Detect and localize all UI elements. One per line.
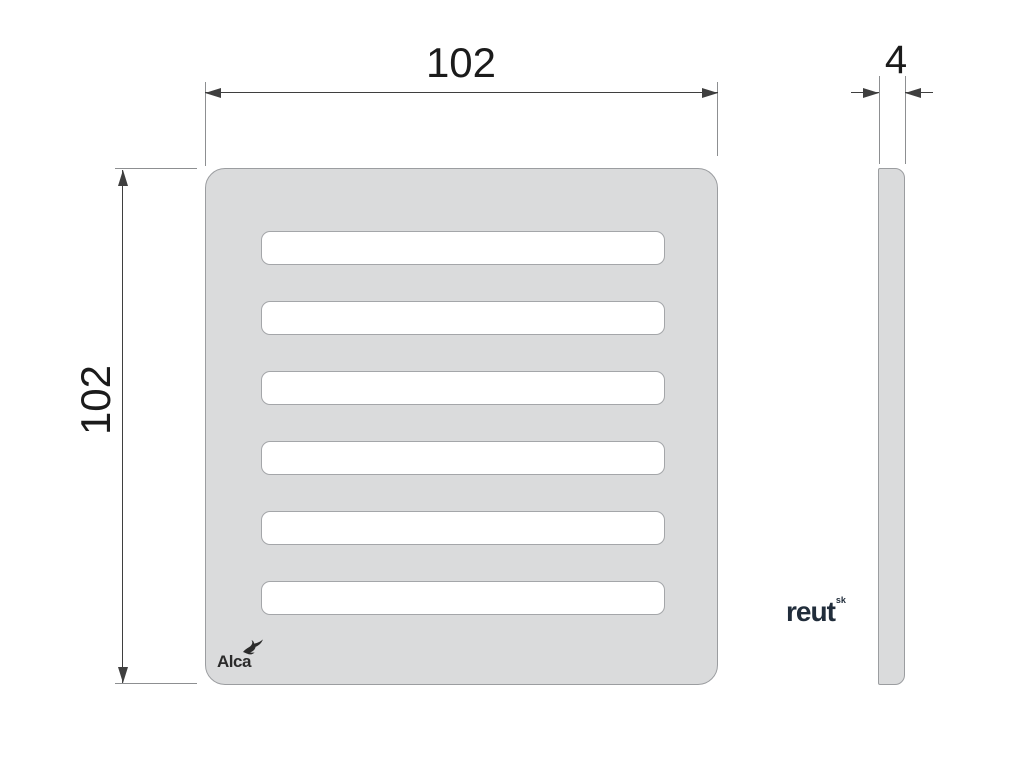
alca-logo-text: Alca bbox=[217, 652, 251, 671]
extension-line bbox=[205, 82, 206, 166]
arrowhead-right-icon bbox=[863, 87, 879, 98]
extension-line bbox=[905, 76, 906, 164]
grate-slot bbox=[261, 231, 665, 265]
arrowhead-up-icon bbox=[117, 170, 128, 186]
alca-logo: Alca bbox=[217, 639, 273, 675]
dimension-line bbox=[122, 170, 123, 683]
extension-line bbox=[879, 76, 880, 164]
grate-slot bbox=[261, 371, 665, 405]
extension-line bbox=[115, 168, 197, 169]
height-dimension-label: 102 bbox=[72, 364, 119, 436]
grate-slot bbox=[261, 301, 665, 335]
reut-watermark: reutsk bbox=[786, 596, 846, 626]
arrowhead-left-icon bbox=[905, 87, 921, 98]
swallow-bird-icon bbox=[243, 639, 263, 655]
width-dimension-label: 102 bbox=[425, 39, 497, 86]
arrowhead-right-icon bbox=[702, 87, 718, 98]
grate-slot bbox=[261, 441, 665, 475]
extension-line bbox=[717, 82, 718, 156]
side-view-profile bbox=[878, 168, 905, 685]
thickness-dimension-label: 4 bbox=[884, 38, 908, 82]
dimension-line bbox=[205, 92, 718, 93]
reut-watermark-superscript: sk bbox=[835, 595, 846, 605]
reut-watermark-text: reut bbox=[786, 596, 836, 627]
grate-slot bbox=[261, 581, 665, 615]
arrowhead-left-icon bbox=[205, 87, 221, 98]
front-view-grate: Alca bbox=[205, 168, 718, 685]
grate-slot bbox=[261, 511, 665, 545]
extension-line bbox=[115, 683, 197, 684]
arrowhead-down-icon bbox=[117, 667, 128, 683]
